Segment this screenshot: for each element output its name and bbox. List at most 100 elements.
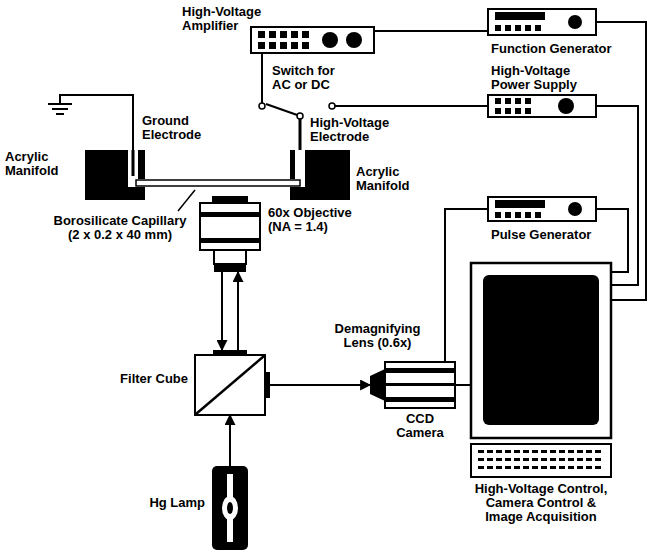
ccd-camera: CCD Camera [370, 362, 455, 408]
keyboard-key [496, 450, 502, 453]
light-path-arrow [237, 272, 239, 350]
keyboard-key [514, 450, 520, 453]
power-supply-wire [332, 105, 487, 107]
filter-cube: Filter Cube [195, 350, 270, 415]
node-label: Function Generator [491, 42, 651, 56]
part-label: Borosilicate Capillary (2 x 0.2 x 40 mm) [50, 214, 190, 242]
part-label: High-Voltage Electrode [310, 116, 405, 144]
signal-wire [375, 30, 487, 32]
power-supply-panel [495, 98, 574, 114]
keyboard-key [541, 458, 547, 461]
part-label: Switch for AC or DC [272, 64, 352, 92]
keyboard-key [541, 466, 547, 469]
keyboard-key [487, 466, 493, 469]
leader-line [178, 190, 195, 211]
node-label: Filter Cube [100, 372, 188, 386]
signal-wire [597, 209, 628, 272]
node-label: High-Voltage Control, Camera Control & I… [468, 482, 614, 524]
keyboard-key [550, 466, 556, 469]
node-label: 60x Objective (NA = 1.4) [268, 206, 368, 234]
node-label: Hg Lamp [140, 496, 205, 510]
keyboard-key [505, 450, 511, 453]
keyboard-key [586, 458, 592, 461]
keyboard-key [559, 458, 565, 461]
acrylic-manifolds [85, 150, 350, 200]
keyboard-key [505, 466, 511, 469]
node-label: CCD Camera [385, 412, 455, 440]
objective-drawing [200, 196, 260, 272]
capillary-tube [136, 180, 300, 186]
keyboard-key [478, 466, 484, 469]
camera-drawing [370, 362, 455, 408]
ground-wiring [48, 95, 133, 176]
keyboard-key [496, 466, 502, 469]
keyboard-key [523, 450, 529, 453]
mercury-lamp: Hg Lamp [212, 466, 248, 550]
keyboard-key [514, 458, 520, 461]
keyboard-key [550, 458, 556, 461]
pulse-generator-box: Pulse Generator [487, 196, 597, 222]
node-label: High-Voltage Power Supply [491, 64, 601, 92]
keyboard-key [487, 450, 493, 453]
keyboard-key [568, 458, 574, 461]
pulse-generator-panel [495, 200, 582, 218]
function-generator-panel [495, 12, 582, 31]
keyboard-key [487, 458, 493, 461]
keyboard-key [514, 466, 520, 469]
filter-cube-drawing [195, 350, 270, 415]
node-label: High-Voltage Amplifier [182, 5, 282, 33]
keyboard-key [559, 466, 565, 469]
keyboard-key [478, 458, 484, 461]
light-path-arrow [221, 272, 223, 350]
keyboard-key [586, 466, 592, 469]
signal-wire [455, 384, 470, 386]
keyboard-key [523, 458, 529, 461]
keyboard-key [586, 450, 592, 453]
signal-wire [597, 22, 646, 300]
amplifier-box: High-Voltage Amplifier [250, 26, 375, 54]
manifold-block: Acrylic Manifold [85, 150, 145, 200]
manifold-block: Acrylic Manifold [290, 150, 350, 200]
keyboard-key [496, 458, 502, 461]
light-path-arrow [270, 384, 370, 386]
keyboard-key [550, 450, 556, 453]
part-label: Ground Electrode [142, 114, 222, 142]
keyboard-key [559, 450, 565, 453]
keyboard-key [595, 450, 601, 453]
objective-lens: 60x Objective (NA = 1.4) [200, 196, 260, 272]
keyboard-key [577, 458, 583, 461]
node-label: Acrylic Manifold [356, 165, 436, 193]
keyboard-key [505, 458, 511, 461]
signal-wire [597, 106, 638, 285]
ground-symbol [48, 104, 72, 114]
keyboard-key [532, 458, 538, 461]
keyboard-key [568, 450, 574, 453]
amplifier-panel [258, 31, 362, 49]
keyboard-key [577, 450, 583, 453]
keyboard-key [532, 466, 538, 469]
part-label: Demagnifying Lens (0.6x) [325, 322, 430, 350]
power-supply-box: High-Voltage Power Supply [487, 94, 597, 118]
keyboard-key [595, 466, 601, 469]
keyboard-key [568, 466, 574, 469]
demagnifying-lens [370, 369, 385, 401]
keyboard-key [478, 450, 484, 453]
node-label: Pulse Generator [491, 228, 641, 242]
switch-lever [266, 104, 300, 116]
node-label: Acrylic Manifold [5, 150, 80, 178]
keyboard-key [577, 466, 583, 469]
signal-wire [445, 209, 487, 362]
keyboard-key [595, 458, 601, 461]
light-path-arrow [229, 415, 231, 466]
keyboard-key [532, 450, 538, 453]
computer: High-Voltage Control, Camera Control & I… [470, 262, 612, 478]
keyboard-key [523, 466, 529, 469]
keyboard-key [541, 450, 547, 453]
computer-drawing [471, 263, 611, 477]
ground-electrode [60, 95, 133, 176]
lamp-drawing [212, 466, 248, 550]
amplifier-wire [261, 54, 263, 106]
function-generator-box: Function Generator [487, 8, 597, 36]
